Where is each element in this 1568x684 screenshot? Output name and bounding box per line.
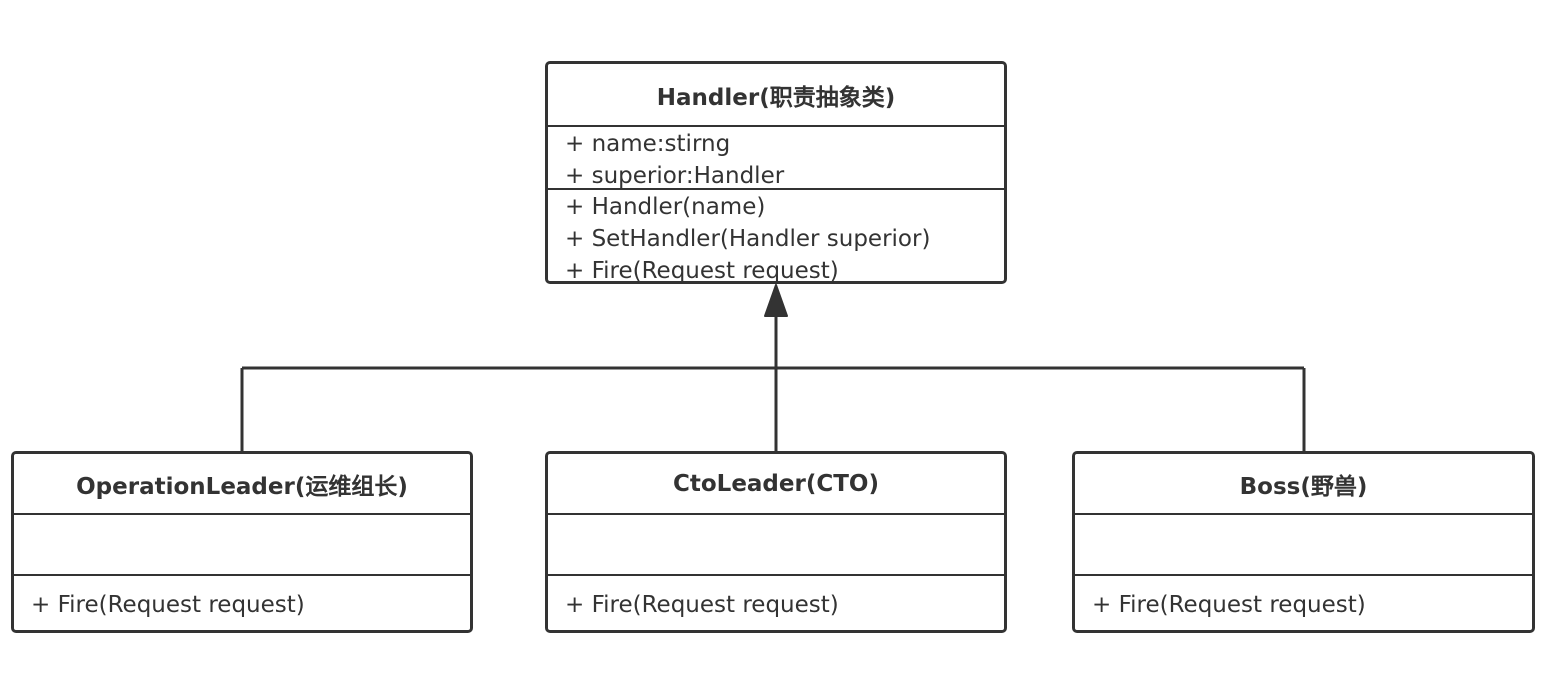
cto-leader-class-box[interactable]: CtoLeader(CTO) + Fire(Request request) bbox=[545, 451, 1007, 633]
handler-method-constructor: + Handler(name) bbox=[565, 194, 766, 220]
generalization-arrowhead bbox=[764, 284, 788, 317]
operation-leader-methods-section: + Fire(Request request) bbox=[14, 576, 470, 630]
boss-class-name: Boss(野兽) bbox=[1075, 454, 1532, 515]
operation-leader-class-box[interactable]: OperationLeader(运维组长) + Fire(Request req… bbox=[11, 451, 473, 633]
handler-attributes-section: + name:stirng + superior:Handler bbox=[548, 127, 1004, 190]
handler-method-fire: + Fire(Request request) bbox=[565, 258, 839, 281]
operation-leader-class-name: OperationLeader(运维组长) bbox=[14, 454, 470, 515]
boss-attributes-section bbox=[1075, 515, 1532, 576]
cto-leader-attributes-section bbox=[548, 515, 1004, 576]
boss-methods-section: + Fire(Request request) bbox=[1075, 576, 1532, 630]
handler-attribute-superior: + superior:Handler bbox=[565, 163, 785, 189]
cto-leader-method-fire: + Fire(Request request) bbox=[565, 592, 839, 618]
handler-class-name: Handler(职责抽象类) bbox=[548, 64, 1004, 127]
handler-class-box[interactable]: Handler(职责抽象类) + name:stirng + superior:… bbox=[545, 61, 1007, 284]
operation-leader-attributes-section bbox=[14, 515, 470, 576]
operation-leader-method-fire: + Fire(Request request) bbox=[31, 592, 305, 618]
boss-method-fire: + Fire(Request request) bbox=[1092, 592, 1366, 618]
cto-leader-class-name: CtoLeader(CTO) bbox=[548, 454, 1004, 515]
boss-class-box[interactable]: Boss(野兽) + Fire(Request request) bbox=[1072, 451, 1535, 633]
handler-attribute-name: + name:stirng bbox=[565, 131, 731, 157]
handler-method-set-handler: + SetHandler(Handler superior) bbox=[565, 226, 931, 252]
handler-methods-section: + Handler(name) + SetHandler(Handler sup… bbox=[548, 190, 1004, 281]
cto-leader-methods-section: + Fire(Request request) bbox=[548, 576, 1004, 630]
